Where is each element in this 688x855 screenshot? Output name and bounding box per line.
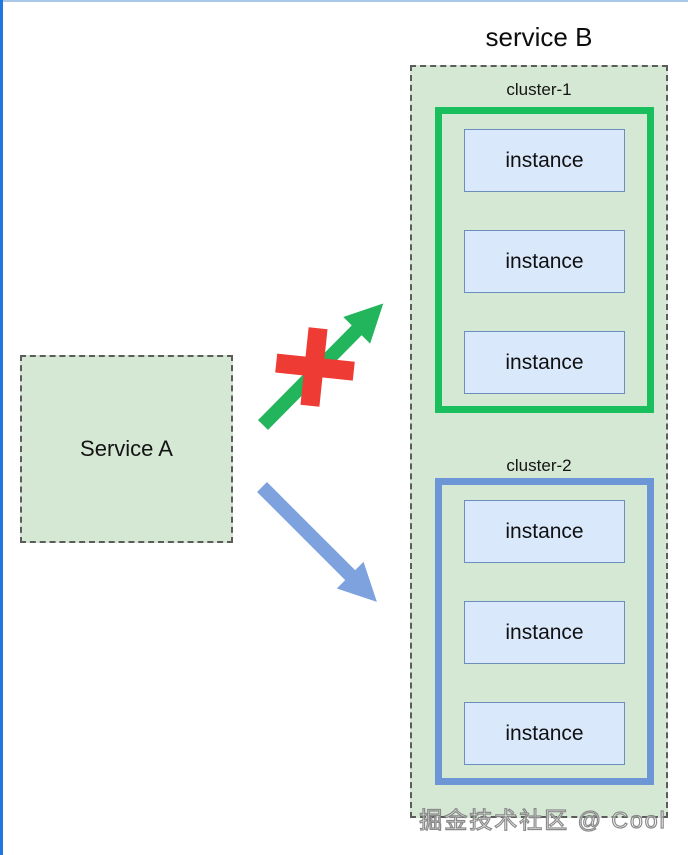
service-a-label: Service A xyxy=(80,436,173,461)
arrow-to-cluster-2 xyxy=(257,482,377,602)
service-b-container: cluster-1 instance instance instance clu… xyxy=(410,65,668,818)
service-a-box: Service A xyxy=(20,355,233,543)
instance-box: instance xyxy=(464,601,625,664)
instance-box: instance xyxy=(464,500,625,563)
cluster-2-box: instance instance instance xyxy=(435,478,654,785)
cluster-1-box: instance instance instance xyxy=(435,107,654,413)
service-b-title: service B xyxy=(485,22,593,52)
cluster-2-label: cluster-2 xyxy=(506,456,572,475)
blocked-x-icon xyxy=(275,327,355,407)
arrow-to-cluster-1 xyxy=(258,303,384,430)
cluster-1-label: cluster-1 xyxy=(506,80,572,99)
window-top-edge xyxy=(0,0,688,2)
instance-box: instance xyxy=(464,702,625,765)
instance-box: instance xyxy=(464,230,625,293)
instance-box: instance xyxy=(464,331,625,394)
window-left-edge xyxy=(0,0,3,855)
instance-box: instance xyxy=(464,129,625,192)
watermark-text: 掘金技术社区 @ Cool xyxy=(419,806,667,833)
